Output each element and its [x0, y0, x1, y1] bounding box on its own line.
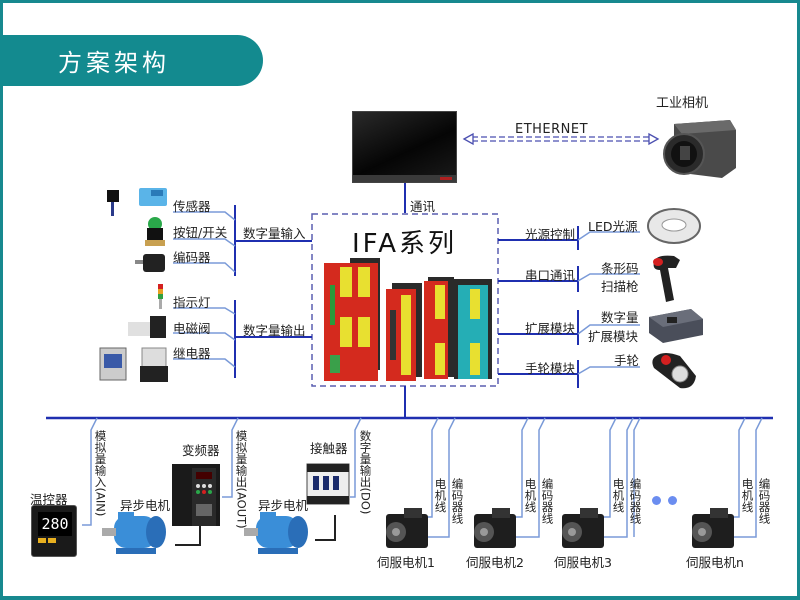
analog-input-link-label: 模拟量输入(AIN) [93, 430, 108, 517]
output-devices-icon [99, 284, 168, 382]
servo-motor-2-icon [474, 508, 516, 548]
module-handwheel-label: 手轮模块 [525, 361, 576, 376]
temp-display: 280 [38, 512, 72, 536]
expansion-module-icon [649, 309, 703, 343]
servo-motor-3-icon [562, 508, 604, 548]
handwheel-pendant-icon [652, 353, 696, 389]
device-barcode-label-1: 条形码 [601, 261, 639, 276]
output-item-solenoid-valve: 电磁阀 [173, 321, 211, 336]
ethernet-label: ETHERNET [515, 122, 589, 137]
led-ring-light-icon [647, 208, 701, 244]
servo-2-encoder-line-label: 编码器线 [540, 478, 555, 524]
servo-n-motor-line-label: 电机线 [740, 478, 755, 513]
inverter-icon [172, 464, 220, 526]
temp-indicator-icon [38, 538, 46, 543]
controller-title: IFA系列 [352, 229, 458, 259]
output-item-relay: 继电器 [173, 346, 211, 361]
module-expansion-label: 扩展模块 [525, 321, 576, 336]
servo-3-encoder-line-label: 编码器线 [628, 478, 643, 524]
temp-indicator-icon [48, 538, 56, 543]
analog-output-link-label: 模拟量输出(AOUT) [234, 430, 249, 529]
device-led-light-label: LED光源 [588, 219, 638, 234]
input-item-encoder: 编码器 [173, 250, 211, 265]
device-barcode-label-2: 扫描枪 [601, 279, 639, 294]
async-motor-2-icon [244, 512, 308, 554]
async-motor-1-icon [102, 512, 166, 554]
digital-output-label: 数字量输出 [243, 323, 306, 338]
ellipsis-dot-icon [652, 496, 661, 505]
module-serial-comm-label: 串口通讯 [525, 268, 576, 283]
page-title-text: 方案架构 [58, 49, 170, 77]
input-item-button-switch: 按钮/开关 [173, 225, 228, 240]
industrial-camera-icon [663, 120, 736, 178]
module-wires [498, 226, 640, 388]
comm-label: 通讯 [410, 199, 436, 214]
monitor-base [353, 175, 456, 182]
temp-controller-label: 温控器 [30, 492, 68, 507]
device-digital-expansion-label-2: 扩展模块 [588, 329, 639, 344]
contactor-icon [306, 463, 350, 505]
servo-3-motor-line-label: 电机线 [611, 478, 626, 513]
servo-1-encoder-line-label: 编码器线 [450, 478, 465, 524]
servo-n-label: 伺服电机n [686, 555, 744, 570]
servo-motor-1-icon [386, 508, 428, 548]
async-motor-1-label: 异步电机 [120, 498, 171, 513]
device-digital-expansion-label-1: 数字量 [601, 310, 639, 325]
ethernet-arrow [462, 132, 660, 146]
device-handwheel-label: 手轮 [614, 353, 640, 368]
contactor-label: 接触器 [310, 441, 348, 456]
servo-1-motor-line-label: 电机线 [433, 478, 448, 513]
barcode-scanner-icon [653, 255, 680, 302]
servo-1-label: 伺服电机1 [377, 555, 435, 570]
hmi-monitor [352, 111, 457, 183]
digital-input-label: 数字量输入 [243, 226, 306, 241]
sensor-devices-icon [107, 188, 167, 272]
inverter-motor-wire [175, 520, 201, 546]
contactor-motor-wire [315, 515, 336, 541]
input-wires [173, 205, 312, 276]
ifa-controllers-icon [324, 258, 492, 381]
servo-2-motor-line-label: 电机线 [523, 478, 538, 513]
temp-controller-icon: 280 [31, 505, 77, 557]
servo-3-label: 伺服电机3 [554, 555, 612, 570]
servo-n-encoder-line-label: 编码器线 [757, 478, 772, 524]
async-motor-2-label: 异步电机 [258, 498, 309, 513]
servo-2-label: 伺服电机2 [466, 555, 524, 570]
page-title: 方案架构 [0, 35, 263, 86]
output-item-indicator-light: 指示灯 [173, 295, 211, 310]
ellipsis-dot-icon [668, 496, 677, 505]
output-wires [173, 300, 312, 378]
digital-output-do-link-label: 数字量输出(DO) [358, 430, 373, 515]
inverter-label: 变频器 [182, 443, 220, 458]
bottom-branch-wires [82, 417, 763, 538]
input-item-sensor: 传感器 [173, 199, 211, 214]
camera-label: 工业相机 [656, 96, 709, 111]
servo-motor-n-icon [692, 508, 734, 548]
module-light-control-label: 光源控制 [525, 227, 576, 242]
monitor-led [440, 177, 452, 180]
